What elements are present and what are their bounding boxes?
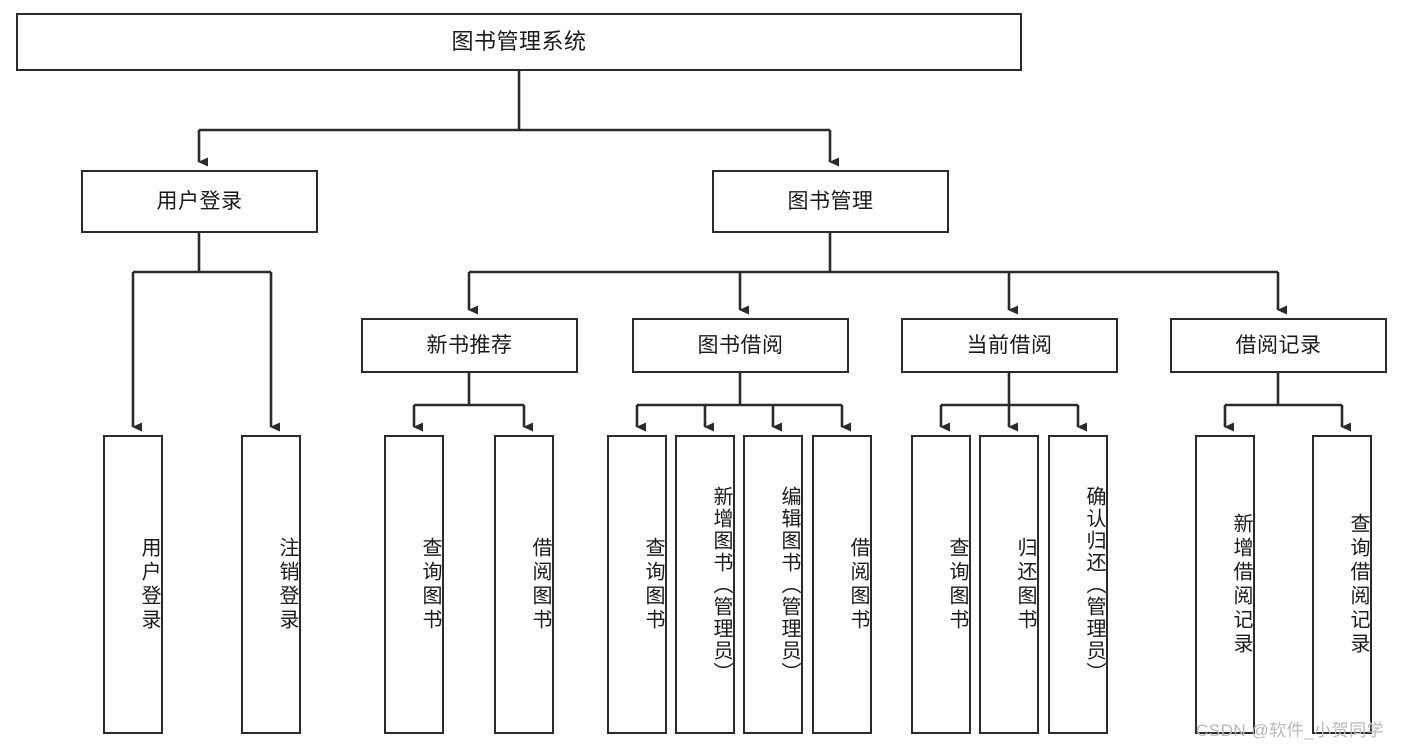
node-leaf-br-add-record[interactable]: 新增借阅记录: [1195, 435, 1255, 734]
node-leaf-bb-edit-book-admin[interactable]: 编辑图书（管理员）: [743, 435, 803, 734]
node-leaf-nb-borrow-book[interactable]: 借阅图书: [494, 435, 554, 734]
watermark-text: CSDN @软件_小贺同学: [1196, 721, 1385, 740]
node-leaf-bb-borrow-book[interactable]: 借阅图书: [812, 435, 872, 734]
node-borrow-record[interactable]: 借阅记录: [1170, 318, 1387, 373]
node-current-borrow[interactable]: 当前借阅: [901, 318, 1118, 373]
node-leaf-bb-add-book-admin[interactable]: 新增图书（管理员）: [675, 435, 735, 734]
node-book-manage[interactable]: 图书管理: [712, 170, 949, 233]
node-user-login[interactable]: 用户登录: [81, 170, 318, 233]
node-leaf-br-query-record[interactable]: 查询借阅记录: [1312, 435, 1372, 734]
node-new-book-recommend[interactable]: 新书推荐: [361, 318, 578, 373]
node-leaf-bb-query-book[interactable]: 查询图书: [607, 435, 667, 734]
node-book-borrow[interactable]: 图书借阅: [632, 318, 849, 373]
node-leaf-cb-confirm-return-admin[interactable]: 确认归还（管理员）: [1048, 435, 1108, 734]
node-root-system[interactable]: 图书管理系统: [16, 13, 1022, 71]
node-leaf-user-login[interactable]: 用户登录: [103, 435, 163, 734]
node-leaf-nb-query-book[interactable]: 查询图书: [384, 435, 444, 734]
node-leaf-cb-query-book[interactable]: 查询图书: [911, 435, 971, 734]
node-leaf-logout[interactable]: 注销登录: [241, 435, 301, 734]
node-leaf-cb-return-book[interactable]: 归还图书: [979, 435, 1039, 734]
